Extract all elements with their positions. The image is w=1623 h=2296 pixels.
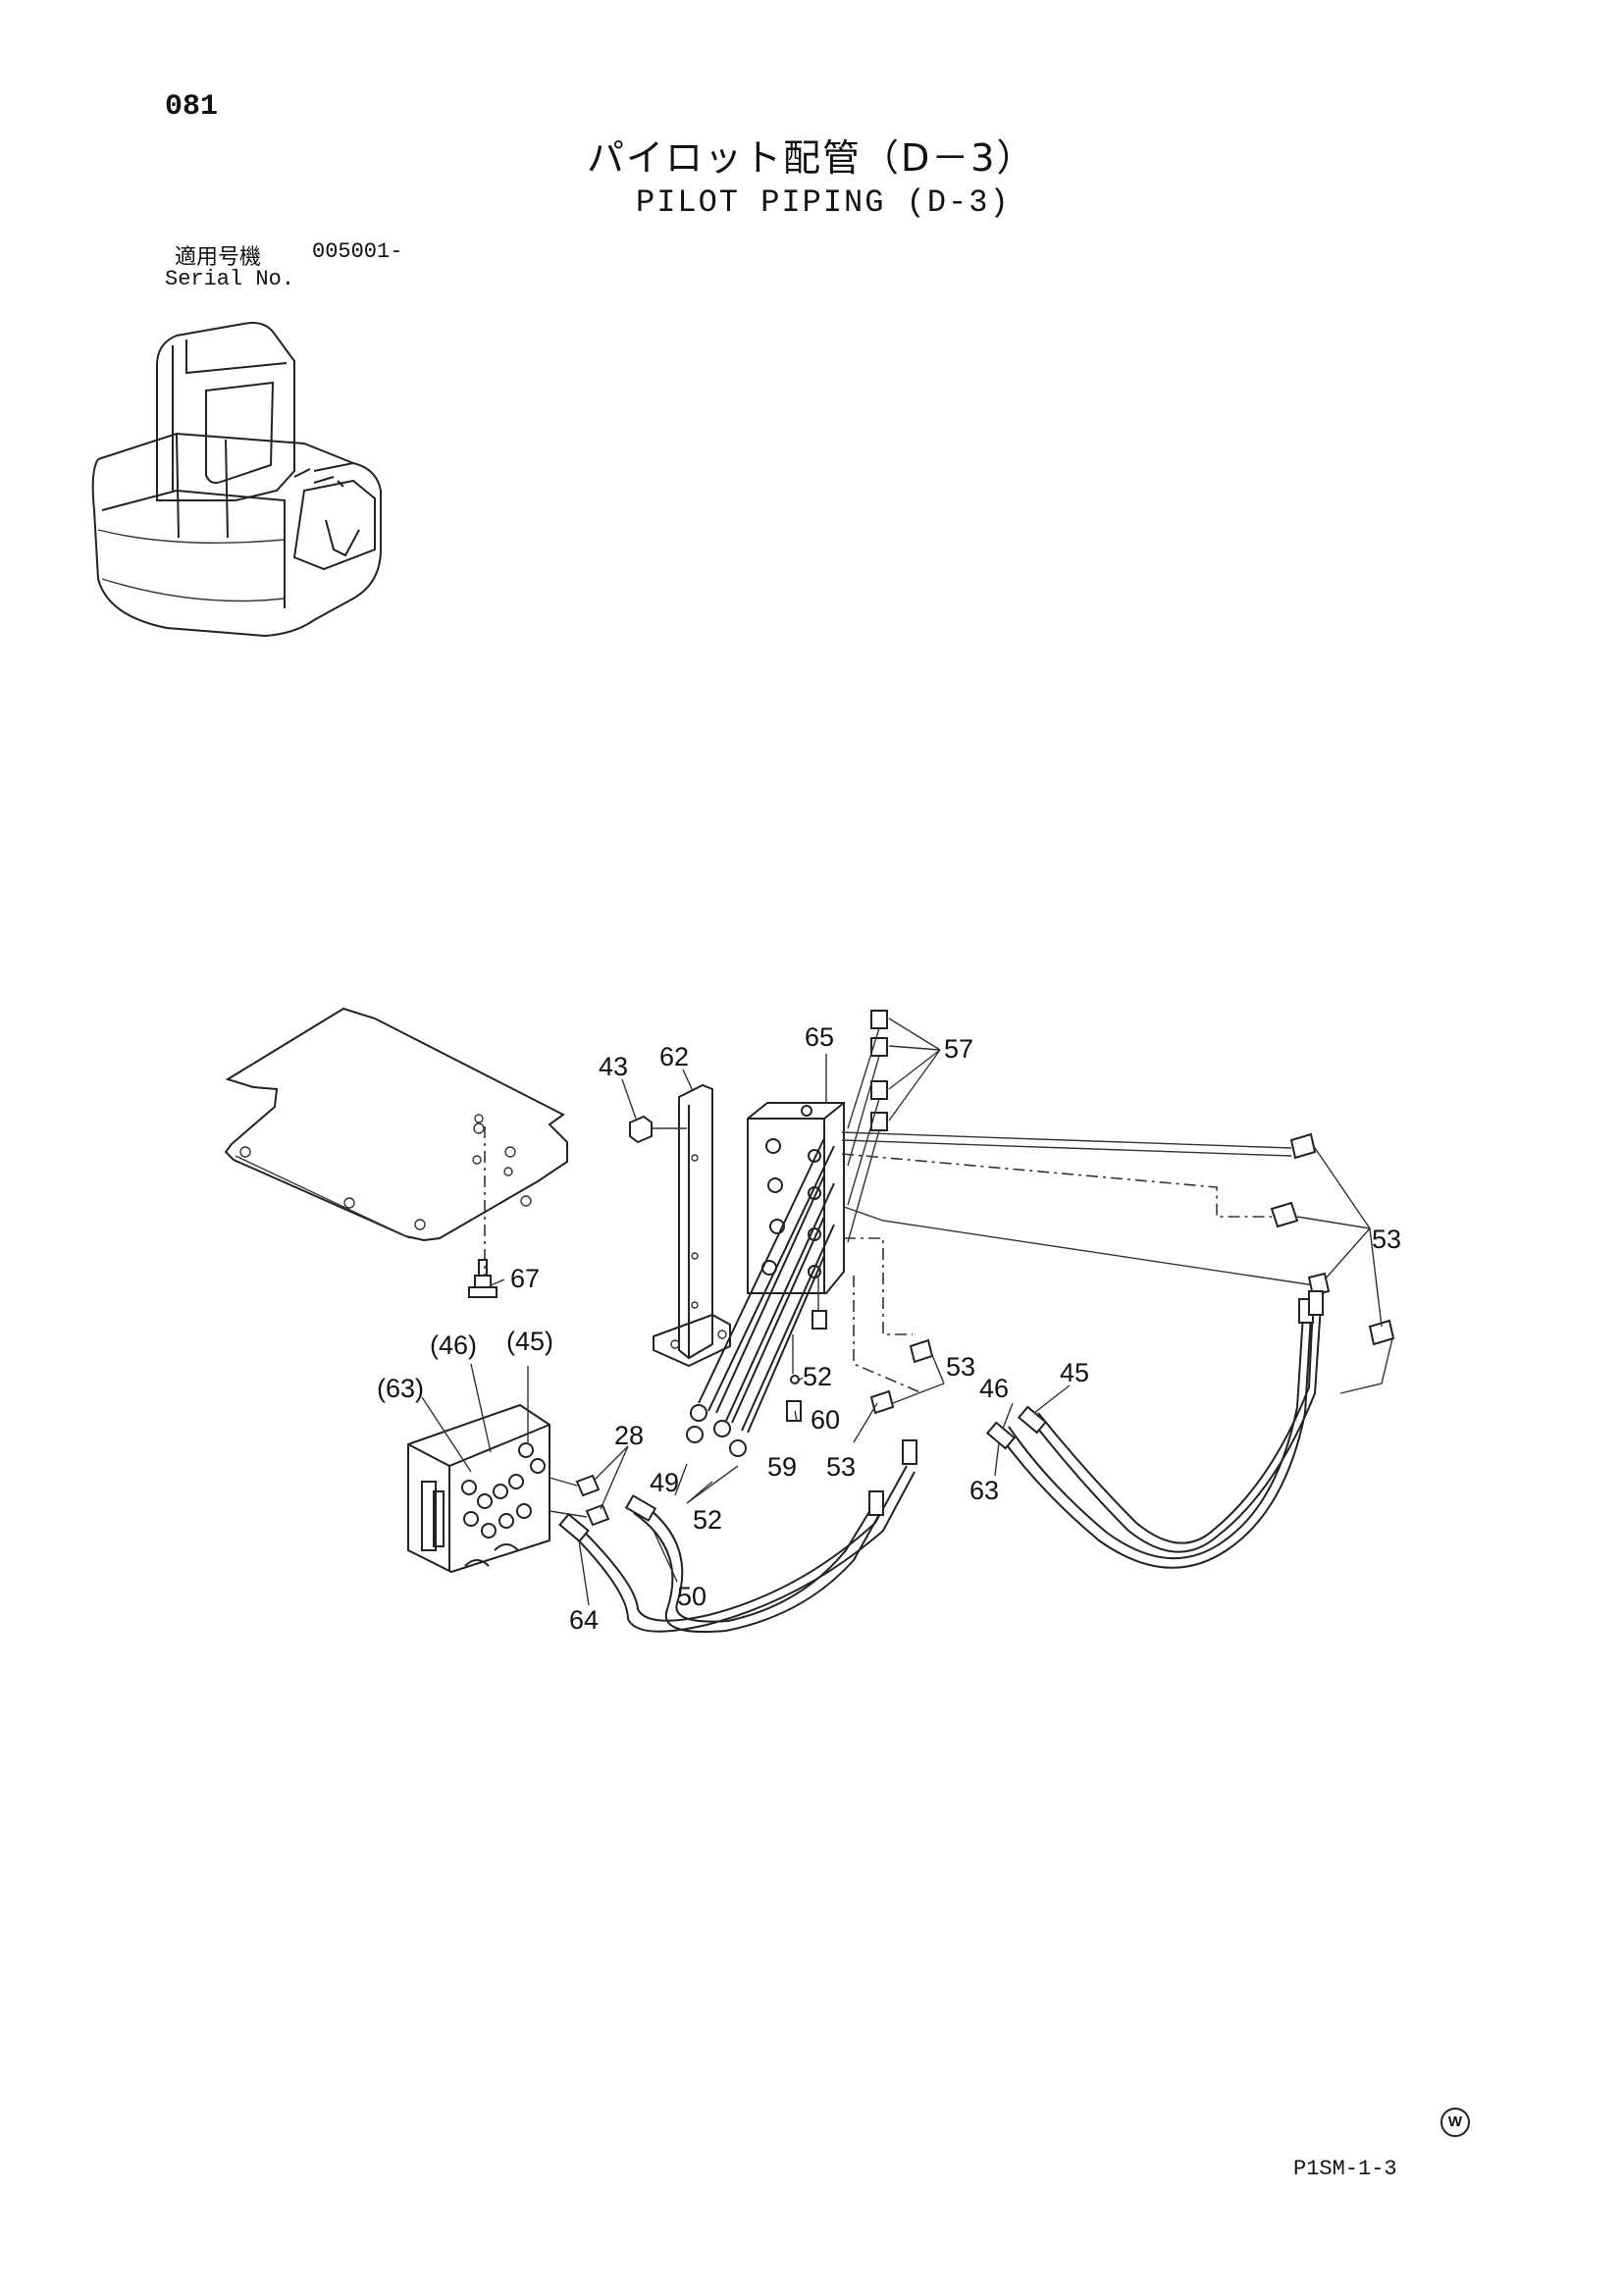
long-pipes-right <box>841 1131 1394 1394</box>
callout-59: 59 <box>767 1452 797 1482</box>
callout-53-lower: 53 <box>826 1452 856 1482</box>
hoses-49-50-64 <box>558 1439 917 1634</box>
callout-53-middle: 53 <box>946 1352 975 1382</box>
control-valve-assembly <box>407 1403 550 1574</box>
page-title-japanese: パイロット配管（D－3） <box>587 136 1036 180</box>
callout-64: 64 <box>569 1605 599 1635</box>
callout-43: 43 <box>599 1052 628 1081</box>
callout-63-ref: (63) <box>377 1374 424 1403</box>
callout-57: 57 <box>944 1034 973 1064</box>
callout-52-lower: 52 <box>693 1505 722 1535</box>
bolt-43 <box>629 1115 687 1144</box>
page-title-english: PILOT PIPING (D-3) <box>636 184 1011 221</box>
callout-28: 28 <box>614 1421 644 1450</box>
callout-46-ref: (46) <box>430 1331 477 1360</box>
fittings-52-59-60 <box>786 1276 827 1422</box>
callout-62: 62 <box>659 1042 689 1071</box>
serial-label-english: Serial No. <box>165 267 295 291</box>
serial-number-value: 005001- <box>312 239 403 264</box>
callout-53-upper: 53 <box>1372 1225 1401 1254</box>
callout-49: 49 <box>650 1468 679 1497</box>
fittings-57 <box>847 1010 941 1243</box>
leader-lines <box>421 1054 1071 1606</box>
serial-label-japanese: 適用号機 <box>175 245 262 270</box>
cover-plate <box>224 1007 568 1276</box>
manufacturer-mark: W <box>1440 2108 1470 2137</box>
callout-65: 65 <box>805 1022 834 1052</box>
bracket-62 <box>653 1083 731 1368</box>
callout-46: 46 <box>979 1374 1009 1403</box>
callout-63: 63 <box>969 1476 999 1505</box>
callout-45-ref: (45) <box>506 1327 553 1356</box>
manifold-pipes <box>686 1137 835 1457</box>
hoses-45-46-63 <box>985 1290 1324 1569</box>
callout-60: 60 <box>811 1405 840 1435</box>
page-code: P1SM-1-3 <box>1293 2157 1397 2181</box>
page-number: 081 <box>165 90 219 124</box>
callout-50: 50 <box>677 1582 707 1611</box>
callout-52-upper: 52 <box>803 1362 832 1391</box>
callout-67: 67 <box>510 1264 540 1293</box>
bolt-67 <box>468 1259 497 1298</box>
fittings-28 <box>549 1474 610 1527</box>
callout-45: 45 <box>1060 1358 1089 1387</box>
machine-overview-illustration <box>91 322 382 638</box>
elbow-fittings-53 <box>869 1132 1395 1415</box>
valve-block-65 <box>747 1102 845 1294</box>
